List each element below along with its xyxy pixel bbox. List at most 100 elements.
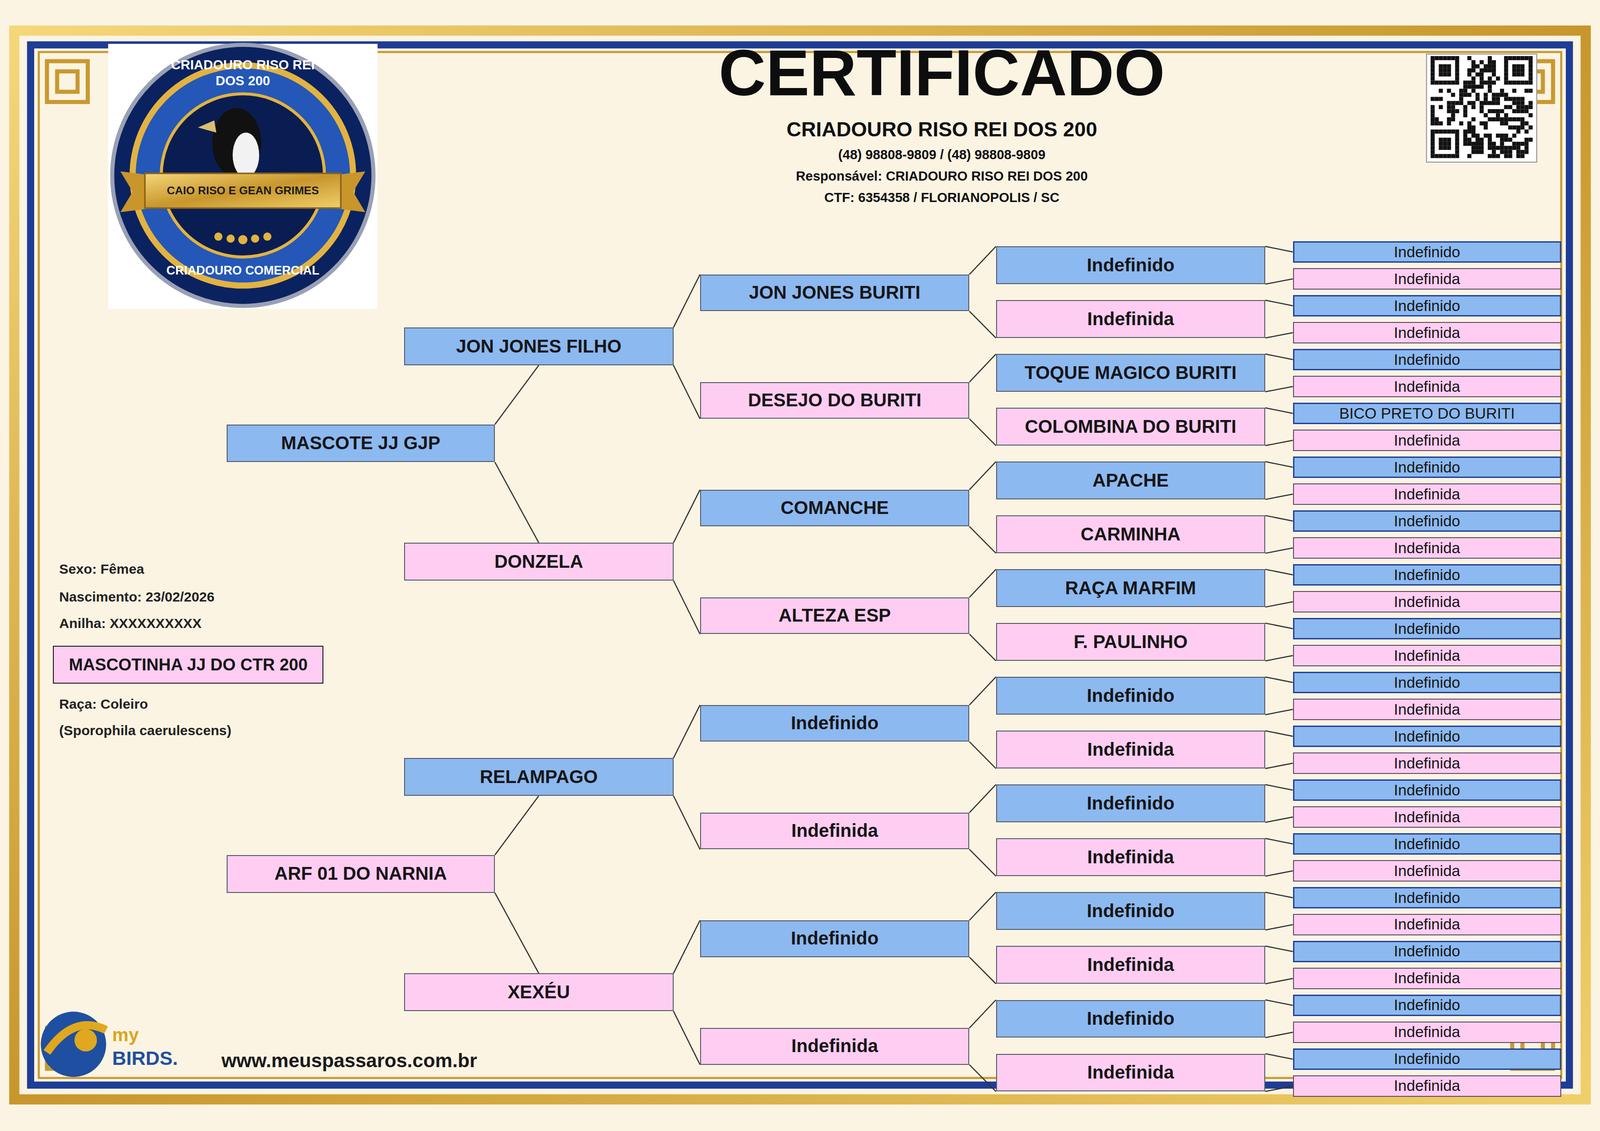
bird-name: Indefinido bbox=[1393, 781, 1461, 800]
bird-name: Indefinida bbox=[1087, 739, 1175, 761]
lineage-connector bbox=[673, 920, 701, 974]
qr-module bbox=[1446, 121, 1451, 126]
qr-module bbox=[1512, 133, 1517, 138]
bird-name: RELAMPAGO bbox=[479, 766, 598, 788]
logo-star bbox=[226, 234, 235, 243]
qr-module bbox=[1438, 141, 1444, 146]
qr-module bbox=[1504, 137, 1509, 142]
bird-sex: Sexo: Fêmea bbox=[59, 561, 366, 578]
bird-name: MASCOTINHA JJ DO CTR 200 bbox=[68, 655, 308, 675]
qr-module bbox=[1479, 76, 1484, 81]
lineage-connector bbox=[494, 893, 539, 974]
lineage-connector bbox=[1265, 730, 1293, 737]
lineage-connector bbox=[1265, 709, 1293, 716]
lineage-connector bbox=[1265, 838, 1293, 844]
female-ancestor-box: ALTEZA ESP bbox=[700, 597, 970, 635]
qr-module bbox=[1438, 88, 1444, 94]
blue-frame bbox=[30, 44, 1570, 1086]
male-ancestor-box: Indefinido bbox=[1293, 241, 1562, 263]
lineage-connector bbox=[969, 353, 996, 383]
male-ancestor-box: Indefinido bbox=[996, 1000, 1266, 1039]
female-ancestor-box: Indefinida bbox=[1293, 914, 1562, 936]
qr-module bbox=[1512, 88, 1517, 94]
logo-ribbon bbox=[145, 173, 342, 208]
lineage-connector bbox=[1265, 300, 1293, 306]
qr-module bbox=[1504, 76, 1509, 81]
qr-module bbox=[1500, 150, 1505, 155]
qr-module bbox=[1483, 121, 1488, 126]
qr-module bbox=[1500, 88, 1505, 94]
qr-module bbox=[1512, 56, 1517, 61]
lineage-connector bbox=[969, 461, 996, 490]
bird-name: Indefinido bbox=[1086, 254, 1175, 276]
qr-module bbox=[1508, 150, 1513, 155]
qr-module bbox=[1467, 154, 1472, 159]
qr-module bbox=[1450, 100, 1455, 105]
qr-module bbox=[1430, 150, 1435, 155]
qr-module bbox=[1487, 133, 1492, 138]
qr-module bbox=[1463, 88, 1468, 94]
lineage-connector bbox=[969, 849, 996, 877]
qr-module bbox=[1504, 72, 1509, 77]
lineage-connector bbox=[1265, 353, 1293, 360]
qr-module bbox=[1512, 96, 1517, 101]
qr-module bbox=[1487, 84, 1492, 89]
qr-module bbox=[1504, 121, 1509, 126]
qr-module bbox=[1520, 125, 1525, 130]
qr-module bbox=[1516, 100, 1521, 105]
female-ancestor-box: XEXÉU bbox=[404, 973, 674, 1012]
qr-module bbox=[1446, 88, 1451, 94]
qr-module bbox=[1471, 80, 1476, 85]
qr-module bbox=[1516, 141, 1521, 146]
male-ancestor-box: APACHE bbox=[996, 461, 1266, 500]
qr-module bbox=[1467, 121, 1472, 126]
qr-module bbox=[1446, 137, 1451, 142]
bird-name: Indefinida bbox=[1087, 308, 1175, 330]
bird-name: Indefinido bbox=[1393, 512, 1461, 530]
qr-module bbox=[1430, 117, 1435, 122]
qr-module bbox=[1463, 113, 1468, 118]
qr-module bbox=[1524, 109, 1529, 114]
bird-name: COMANCHE bbox=[780, 497, 889, 519]
breeder-logo bbox=[108, 43, 378, 309]
male-ancestor-box: Indefinido bbox=[1293, 295, 1562, 317]
qr-module bbox=[1475, 137, 1480, 142]
qr-module bbox=[1504, 64, 1509, 69]
bird-name: Indefinido bbox=[1086, 1008, 1175, 1030]
qr-module bbox=[1434, 121, 1439, 126]
lineage-connector bbox=[1265, 892, 1293, 898]
qr-module bbox=[1446, 64, 1451, 69]
qr-module bbox=[1442, 56, 1447, 61]
qr-module bbox=[1496, 92, 1501, 97]
qr-module bbox=[1528, 80, 1533, 85]
qr-module bbox=[1454, 72, 1460, 77]
qr-module bbox=[1520, 121, 1525, 126]
lineage-connector bbox=[1265, 1000, 1293, 1006]
qr-module bbox=[1463, 129, 1468, 134]
qr-module bbox=[1520, 104, 1525, 110]
qr-module bbox=[1516, 104, 1521, 110]
qr-module bbox=[1528, 68, 1533, 73]
platform-logo-disc bbox=[40, 1011, 106, 1077]
qr-module bbox=[1496, 117, 1501, 122]
female-ancestor-box: Indefinida bbox=[1293, 322, 1562, 344]
qr-module bbox=[1446, 129, 1451, 134]
bird-name: Indefinido bbox=[1393, 1050, 1461, 1068]
female-ancestor-box: Indefinida bbox=[996, 838, 1266, 877]
qr-module bbox=[1524, 80, 1529, 85]
bird-name: Indefinido bbox=[1393, 674, 1461, 692]
qr-module bbox=[1520, 141, 1525, 146]
qr-module bbox=[1491, 72, 1497, 77]
qr-module bbox=[1446, 117, 1451, 122]
qr-module bbox=[1500, 92, 1505, 97]
lineage-connector bbox=[1265, 1085, 1293, 1092]
qr-module bbox=[1504, 154, 1509, 159]
qr-module bbox=[1438, 80, 1444, 85]
bird-name: CARMINHA bbox=[1080, 524, 1181, 546]
qr-module bbox=[1479, 109, 1484, 114]
lineage-connector bbox=[673, 489, 701, 543]
qr-module bbox=[1504, 150, 1509, 155]
platform-logo bbox=[40, 1011, 106, 1077]
qr-module bbox=[1450, 154, 1455, 159]
qr-module bbox=[1487, 60, 1492, 65]
